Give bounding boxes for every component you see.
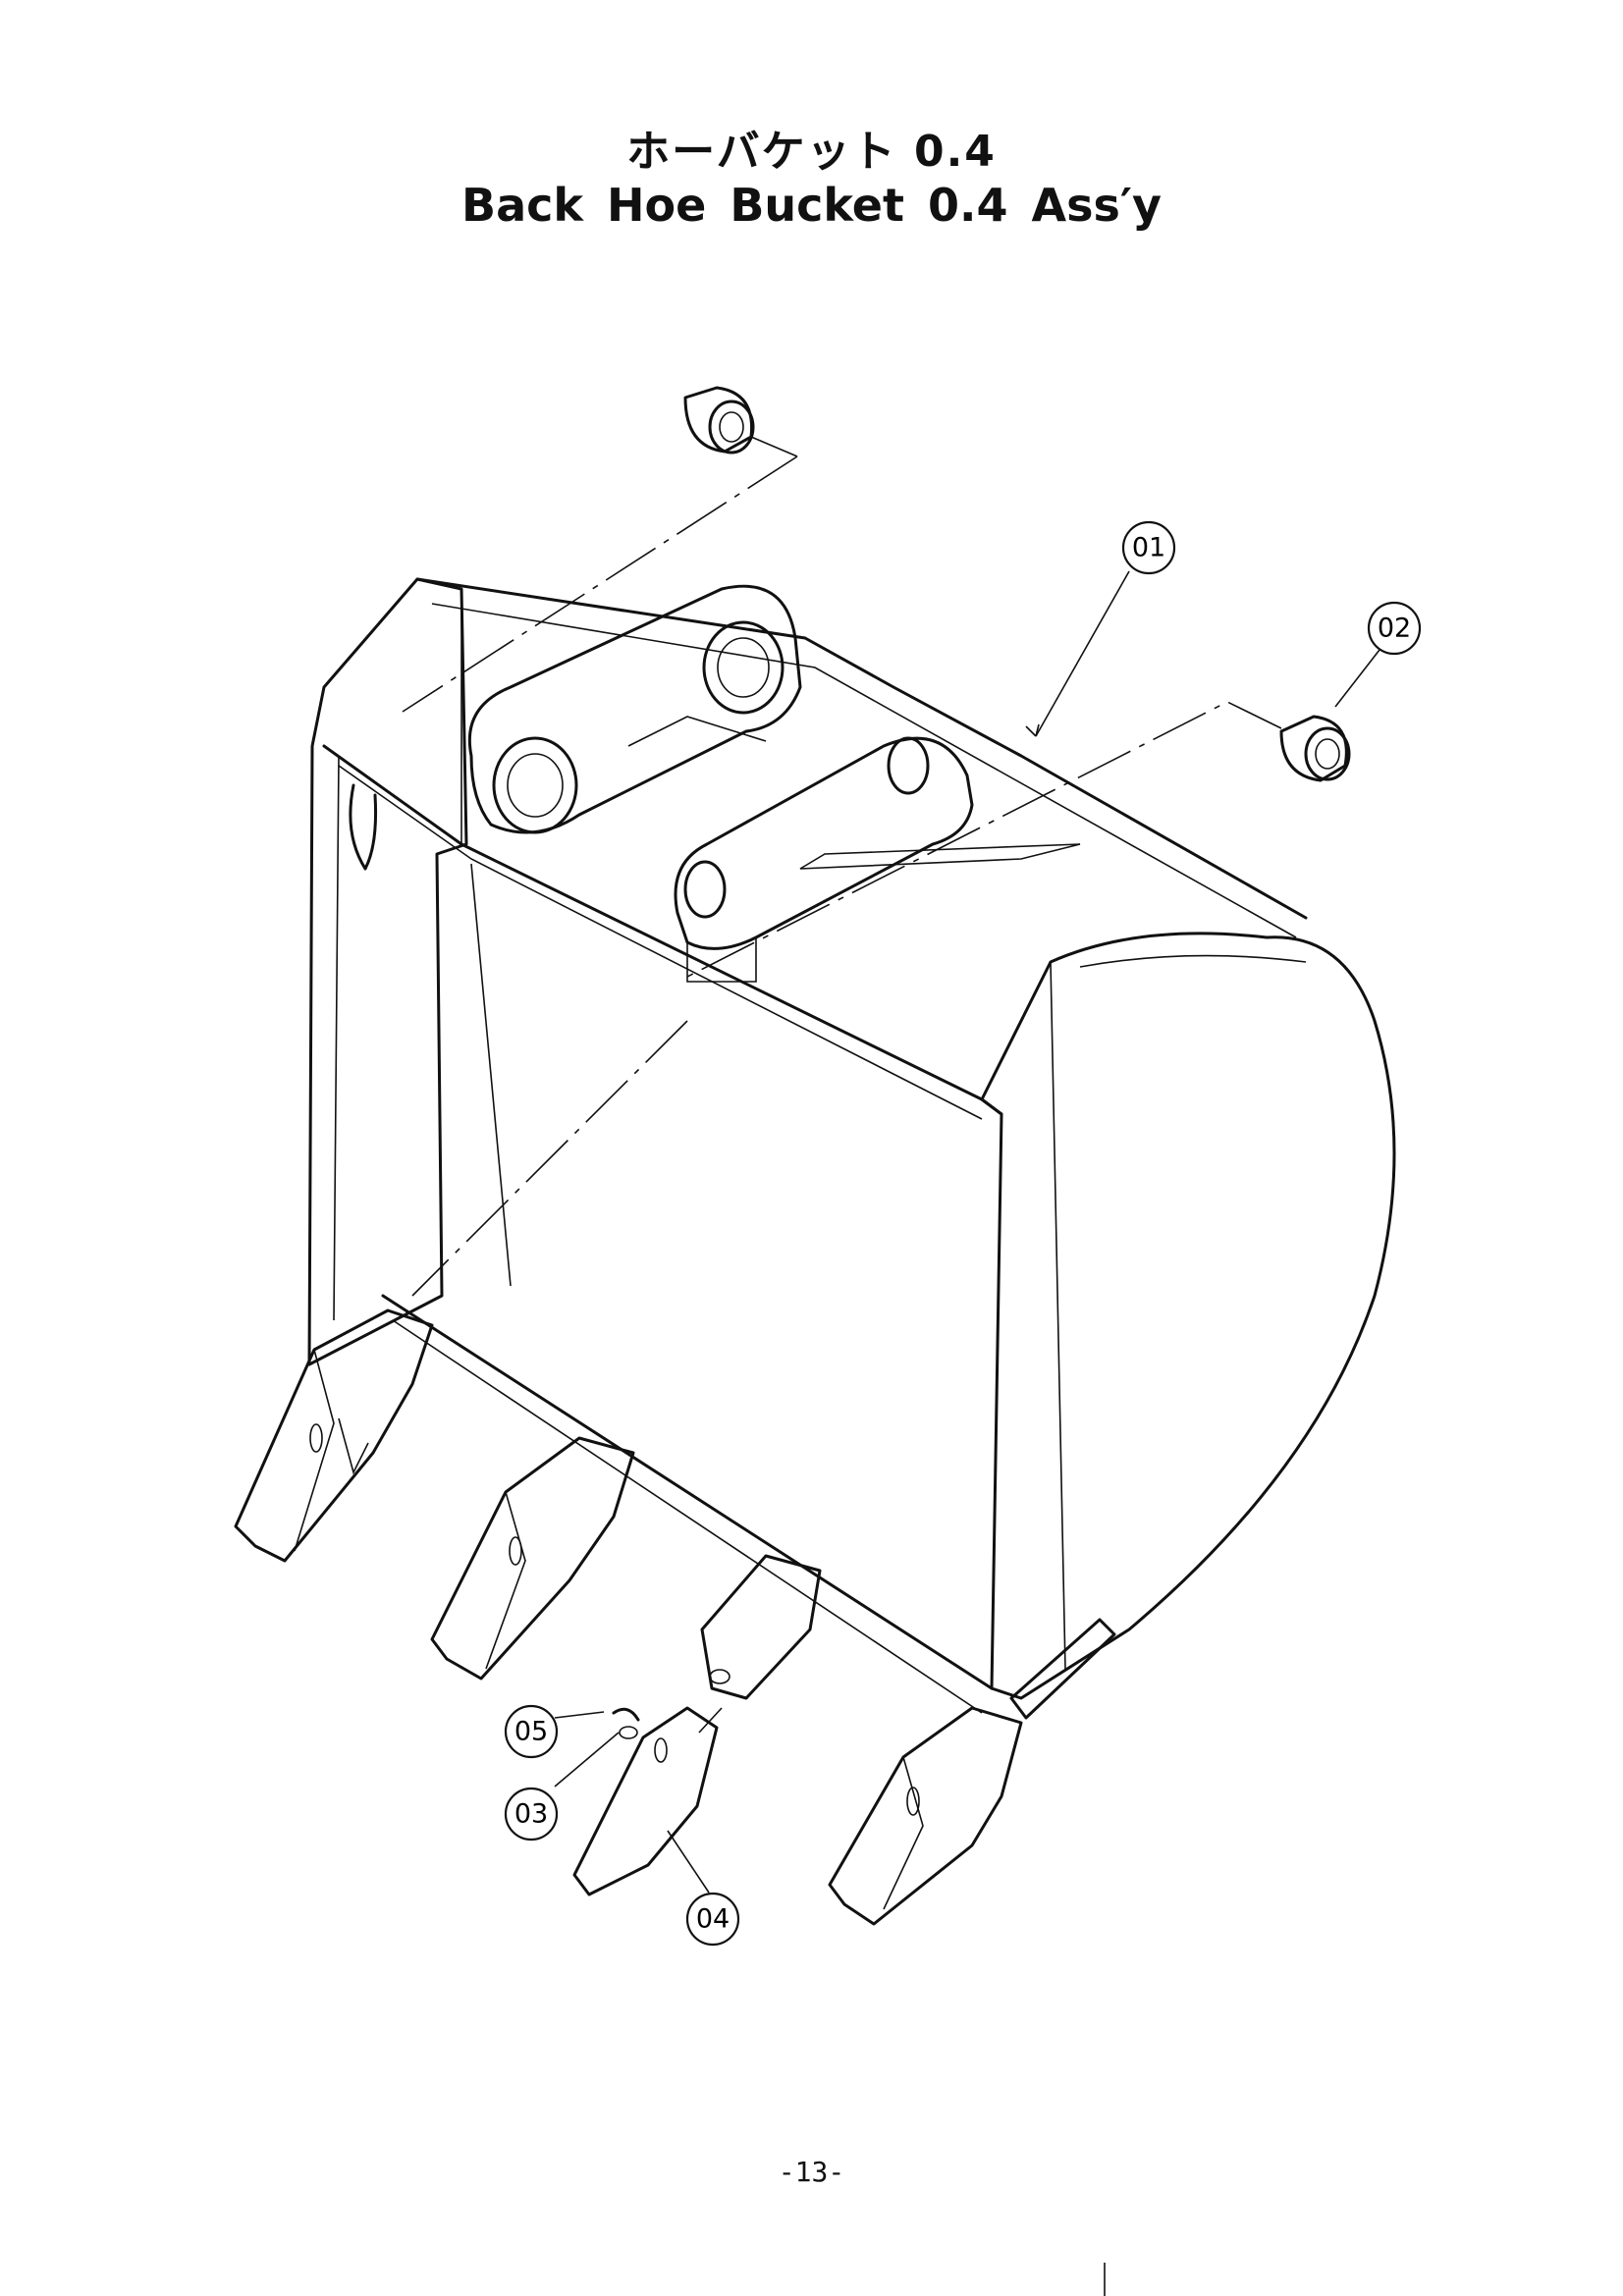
bushing-02	[1279, 715, 1351, 782]
hinge-lug-right	[627, 716, 1081, 983]
page-title-english: Back Hoe Bucket 0.4 Ass′y	[461, 179, 1162, 232]
page-number: -13-	[778, 2156, 845, 2188]
callout-02-label: 02	[1378, 614, 1411, 644]
callout-01-label: 01	[1132, 533, 1165, 563]
leader-lines	[554, 570, 1380, 1894]
callout-01: 01	[1121, 520, 1176, 575]
hinge-lug-left	[467, 584, 802, 834]
bushing-top	[683, 386, 755, 454]
page-title-japanese: ホーバケット 0.4	[626, 127, 997, 177]
callout-04-label: 04	[696, 1904, 730, 1935]
callout-03: 03	[504, 1787, 559, 1842]
callout-02: 02	[1367, 601, 1422, 656]
bucket-body	[307, 577, 1396, 1720]
callout-04: 04	[685, 1892, 740, 1947]
callout-05-label: 05	[514, 1717, 548, 1747]
callout-03-label: 03	[514, 1799, 548, 1830]
bucket-teeth	[234, 1308, 1023, 1926]
callout-05: 05	[504, 1704, 559, 1759]
assembly-centerlines	[402, 436, 1282, 1734]
exploded-tooth-point	[572, 1706, 719, 1896]
